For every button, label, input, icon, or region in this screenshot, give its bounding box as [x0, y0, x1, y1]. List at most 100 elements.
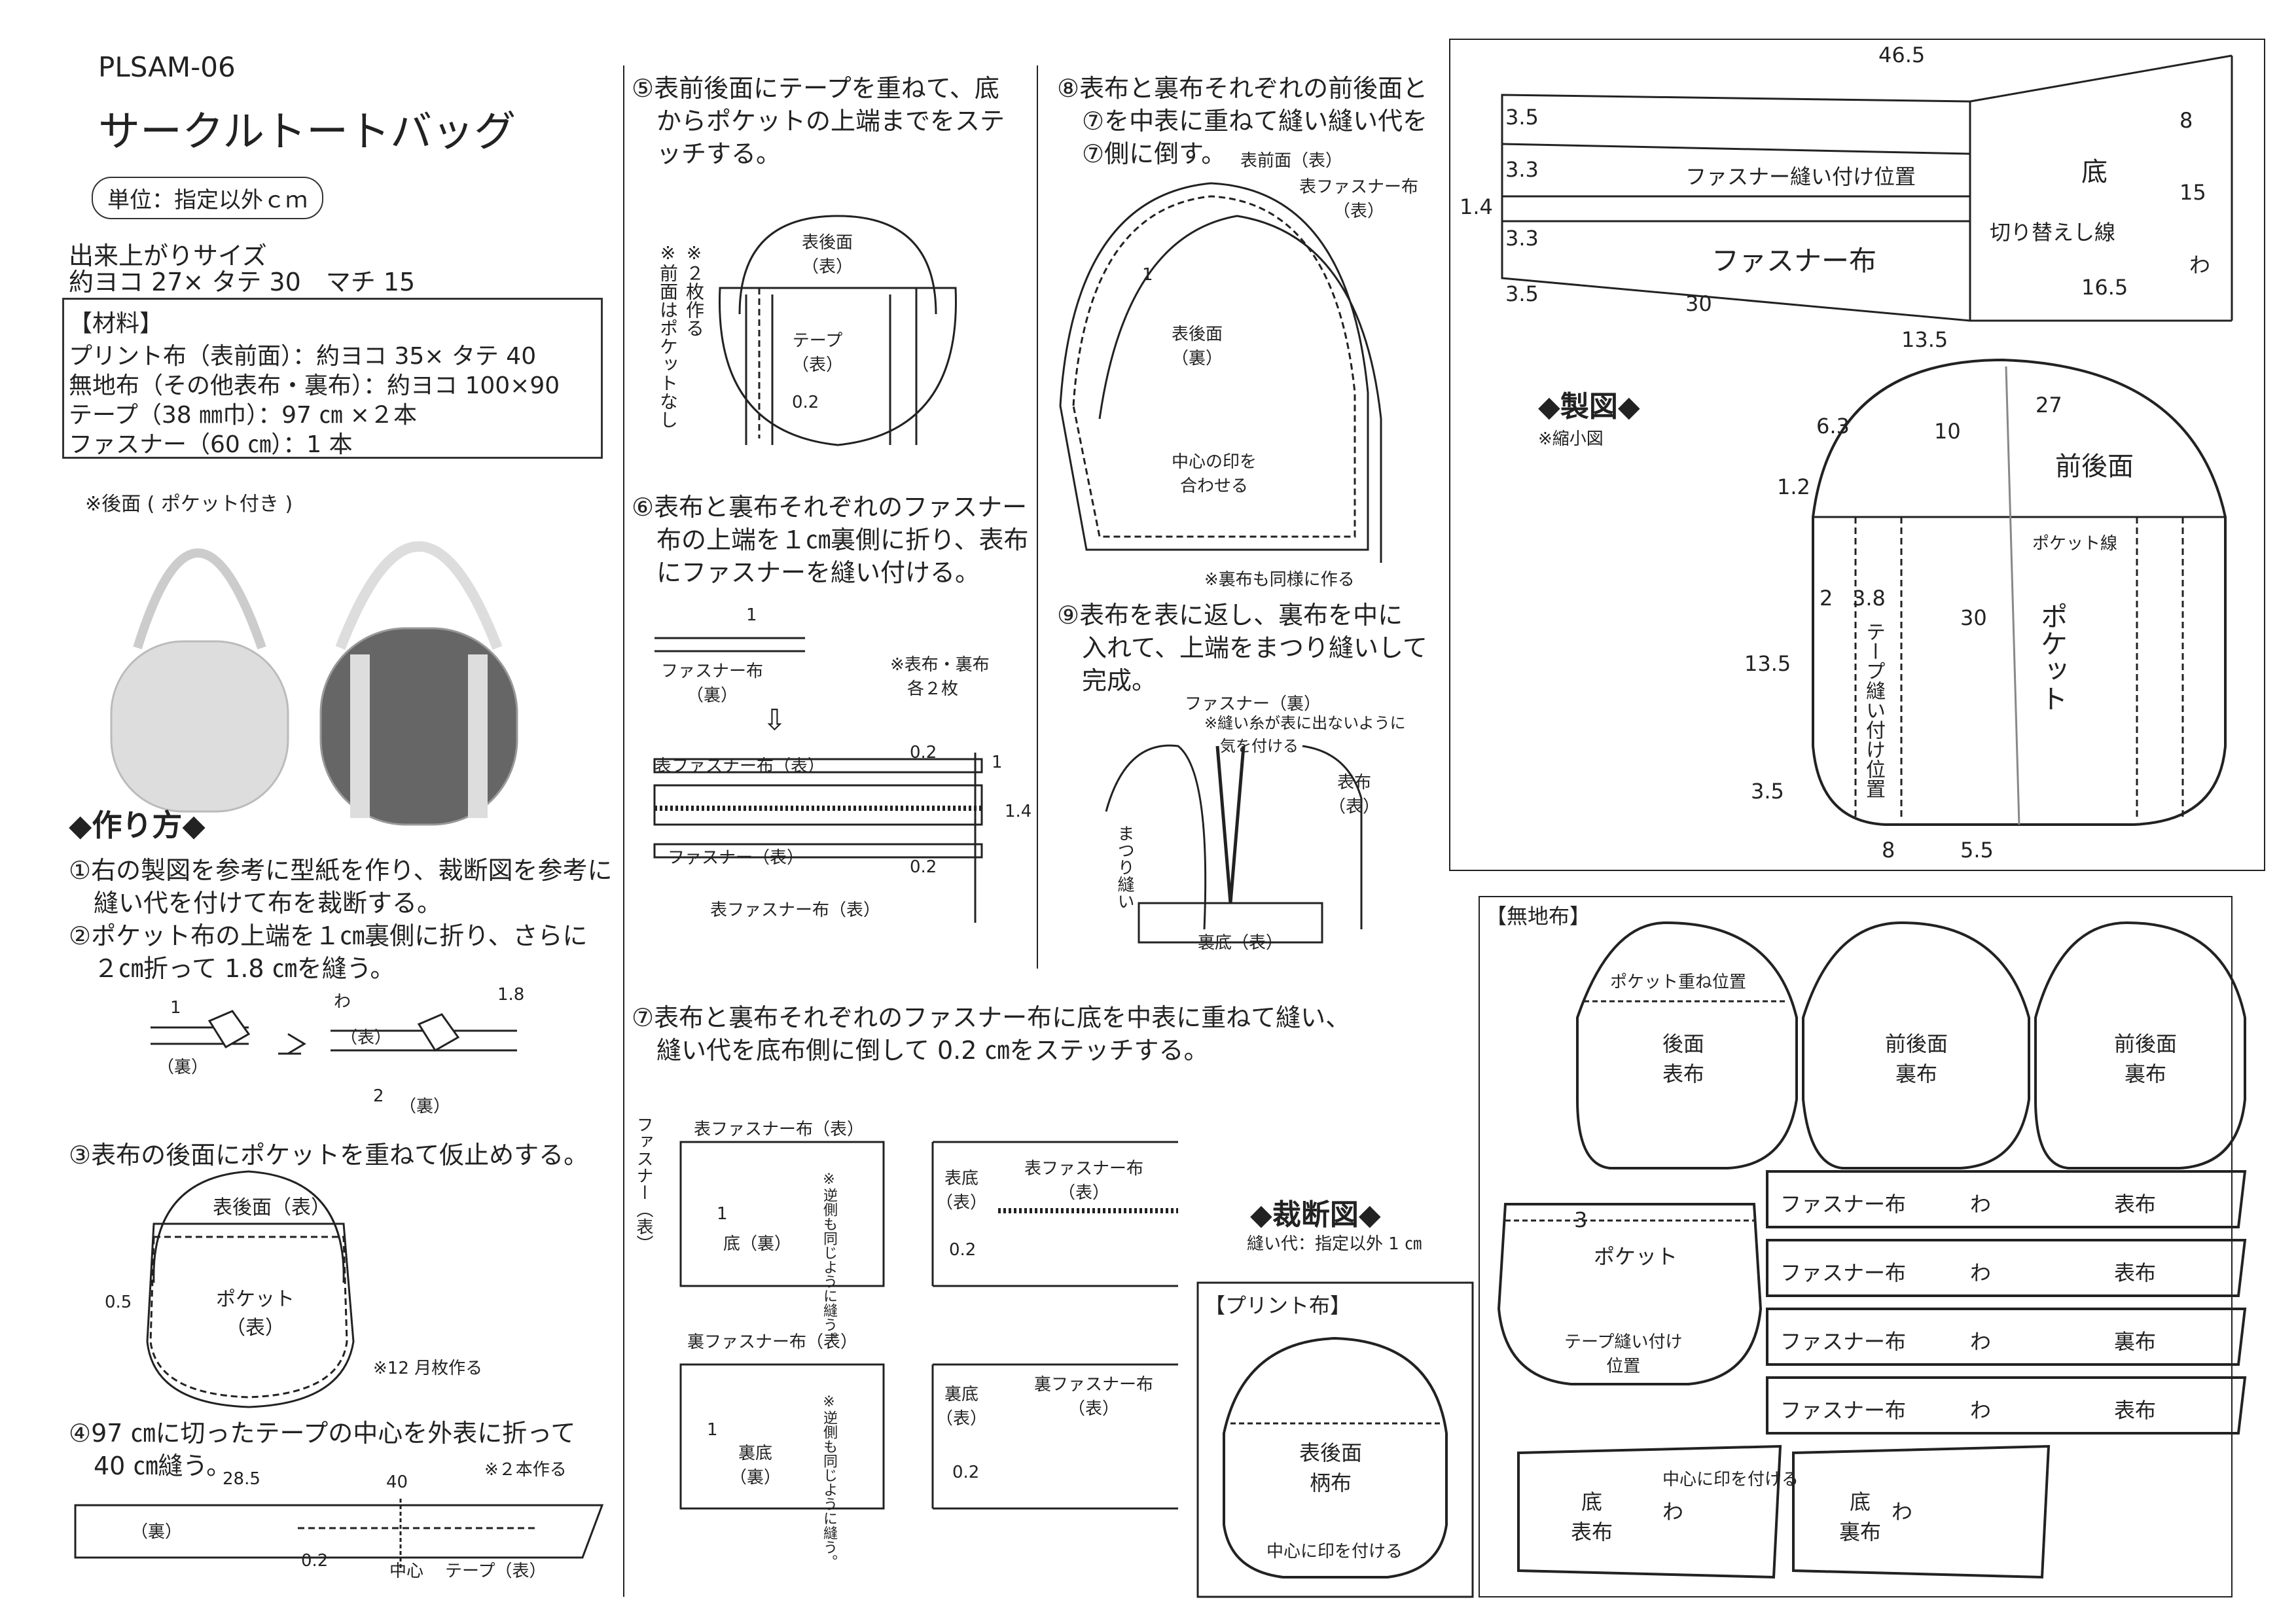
s7-label: 裏ファスナー布（表）	[687, 1332, 858, 1352]
material-item: プリント布（表前面）：約ヨコ 35× タテ 40	[69, 343, 537, 370]
draft-text: ファスナー布	[1712, 245, 1877, 277]
print-title: 【プリント布】	[1204, 1293, 1352, 1318]
s2-label: （裏）	[157, 1058, 209, 1077]
plain-piece: 前後面 裏布	[2114, 1031, 2178, 1086]
s8-label: 表ファスナー布 （表）	[1299, 177, 1419, 221]
dim-label: 3.8	[1852, 586, 1886, 611]
s7-label: 底（裏）	[723, 1234, 792, 1254]
s8-label: 中心の印を 合わせる	[1172, 452, 1257, 496]
plain-label: 中心に印を付ける	[1662, 1470, 1799, 1489]
dim-label: 15	[2179, 180, 2206, 205]
s6-label: ファスナー布 （裏）	[661, 662, 764, 705]
s6-label: 1	[992, 753, 1003, 772]
strip-name: ファスナー布	[1780, 1192, 1907, 1217]
dim-label: 30	[1685, 291, 1712, 316]
draft-text: ポケット線	[2032, 534, 2118, 554]
materials-box	[62, 298, 603, 459]
s2-label: （裏）	[399, 1097, 451, 1116]
s7-label: 裏ファスナー布 （表）	[1034, 1375, 1154, 1419]
dim-label: 13.5	[1901, 327, 1948, 352]
dim-label: 6.3	[1816, 414, 1850, 438]
dim-label: 3.3	[1505, 226, 1539, 251]
s6-label: 1.4	[1005, 802, 1032, 821]
dim-label: 3.5	[1505, 105, 1539, 130]
s9-label: 裏底（表）	[1198, 933, 1283, 953]
draft-text: ファスナー縫い付け位置	[1685, 164, 1916, 189]
s5-label: テープ （表）	[792, 331, 844, 375]
draft-text: 切り替えし線	[1990, 220, 2116, 245]
dim-label: 16.5	[2081, 275, 2128, 300]
s6-label: 0.2	[910, 857, 937, 877]
s4-label: ※２本作る	[484, 1460, 567, 1480]
s9-label: まつり縫い	[1115, 825, 1134, 910]
dim-label: 5.5	[1960, 838, 1994, 863]
s5-label: 0.2	[792, 393, 819, 412]
material-item: テープ（38 ㎜巾）：97 ㎝ ×２本	[69, 402, 417, 429]
step-3: ③表布の後面にポケットを重ねて仮止めする。	[69, 1141, 589, 1169]
strip-name: ファスナー布	[1780, 1329, 1907, 1354]
step-9: ⑨表布を表に返し、裏布を中に 入れて、上端をまつり縫いして 完成。	[1057, 601, 1427, 695]
dim-label: 3.5	[1751, 779, 1784, 804]
strip-kind: 表布	[2114, 1192, 2157, 1217]
dim-label: 10	[1934, 419, 1961, 444]
draft-text: 底	[2081, 157, 2108, 187]
step-2: ②ポケット布の上端を１㎝裏側に折り、さらに ２㎝折って 1.8 ㎝を縫う。	[69, 921, 588, 983]
strip-kind: 表布	[2114, 1260, 2157, 1285]
fold-mark: わ	[1970, 1260, 1992, 1285]
s8-label: ※裏布も同様に作る	[1204, 570, 1355, 590]
s6-label: ファスナー（表）	[668, 848, 804, 868]
fold-mark: わ	[1970, 1329, 1992, 1354]
s6-arrow: ⇩	[762, 704, 787, 737]
dim-label: 13.5	[1744, 651, 1791, 676]
s4-label: 0.2	[301, 1551, 329, 1571]
s4-label: （裏）	[131, 1522, 183, 1542]
draft-text: テープ縫い付け位置	[1862, 622, 1885, 798]
s2-label: （表）	[340, 1028, 392, 1048]
draft-text: ポケット	[2036, 602, 2068, 712]
s7-label: 表底 （表）	[936, 1169, 988, 1213]
s2-label: 1.8	[497, 985, 525, 1005]
s7-label: ファスナー（表）	[634, 1116, 653, 1252]
s2-label: 1	[170, 998, 181, 1018]
materials-title: 【材料】	[69, 310, 164, 337]
size-value: 約ヨコ 27× タテ 30 マチ 15	[69, 268, 416, 296]
plain-piece: 底 裏布	[1839, 1489, 1882, 1544]
plain-label: ポケット重ね位置	[1610, 972, 1747, 992]
s3-label: 0.5	[105, 1293, 132, 1312]
s6-label: 表ファスナー布（表）	[655, 757, 825, 776]
s4-label: テープ（表）	[445, 1561, 547, 1581]
strip-name: ファスナー布	[1780, 1260, 1907, 1285]
dim-label: 2	[1820, 586, 1833, 611]
drafting-heading: ◆製図◆	[1538, 390, 1640, 423]
s6-label: ※表布・裏布 各２枚	[890, 655, 990, 699]
fold-mark: わ	[1892, 1499, 1913, 1524]
plain-title: 【無地布】	[1486, 904, 1591, 929]
fold-mark: わ	[1970, 1398, 1992, 1423]
strip-name: ファスナー布	[1780, 1398, 1907, 1423]
s4-label: 40	[386, 1472, 408, 1492]
s9-label: ファスナー（裏）	[1185, 694, 1321, 714]
s8-label: 表前面（表）	[1240, 151, 1343, 171]
fold-mark: わ	[2189, 253, 2211, 277]
s7-label: ※逆側も同じように縫う。	[821, 1394, 837, 1569]
plain-piece: 前後面 裏布	[1885, 1031, 1948, 1086]
s7-label: 裏底 （表）	[936, 1385, 988, 1429]
dim-label: 27	[2036, 393, 2062, 418]
s4-label: 中心	[389, 1561, 424, 1581]
dim-label: 46.5	[1878, 43, 1926, 67]
s2-label: 2	[373, 1086, 384, 1106]
s7-label: 表ファスナー布 （表）	[1024, 1159, 1144, 1203]
s3-label: ※12 月枚作る	[373, 1359, 483, 1378]
s5-label: 表後面 （表）	[802, 233, 853, 277]
plain-label: 3	[1574, 1207, 1588, 1232]
s5-note: ※２枚作る ※前面はポケットなし	[657, 242, 705, 429]
dim-label: 1.4	[1460, 194, 1493, 219]
strip-kind: 表布	[2114, 1398, 2157, 1423]
step-4: ④97 ㎝に切ったテープの中心を外表に折って 40 ㎝縫う。	[69, 1419, 576, 1480]
page-title: サークルトートバッグ	[98, 108, 516, 156]
s8-label: 1	[1142, 265, 1153, 285]
s8-label: 表後面 （裏）	[1172, 325, 1223, 368]
fold-mark: わ	[1970, 1192, 1992, 1217]
plain-label: テープ縫い付け 位置	[1564, 1332, 1683, 1376]
